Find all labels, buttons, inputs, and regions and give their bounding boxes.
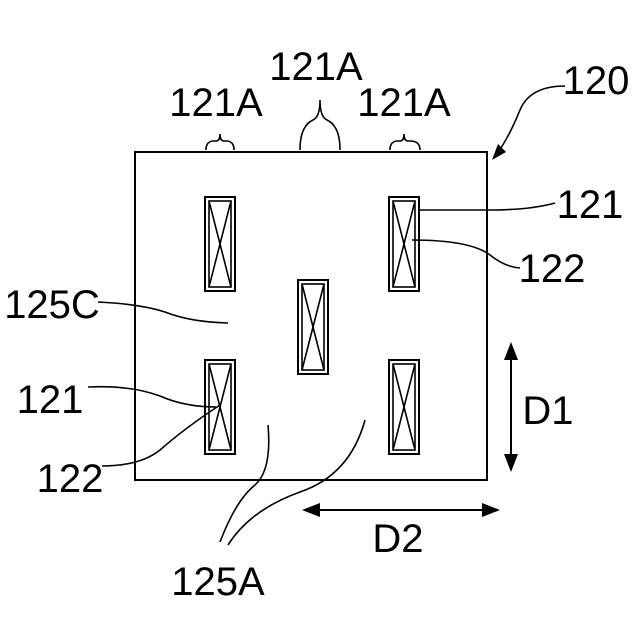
label-121a-right: 121A xyxy=(357,81,451,125)
label-125c: 125C xyxy=(4,283,100,327)
leader-122-right xyxy=(412,240,520,268)
d1-arrowhead-bottom xyxy=(504,454,518,472)
d1-arrowhead-top xyxy=(504,342,518,360)
label-122-right: 122 xyxy=(519,247,586,291)
label-125a: 125A xyxy=(171,560,265,604)
brace-left xyxy=(206,134,234,150)
leader-122-left xyxy=(102,405,220,466)
leader-125c xyxy=(98,302,228,323)
leader-125a-right xyxy=(228,420,365,545)
d2-arrowhead-right xyxy=(482,503,500,517)
label-121a-center: 121A xyxy=(269,45,363,89)
brace-right xyxy=(390,134,420,150)
d2-arrowhead-left xyxy=(302,503,320,517)
leader-121-left xyxy=(88,387,216,407)
arrowhead-120 xyxy=(492,144,506,160)
label-121-right: 121 xyxy=(557,183,624,227)
element-center xyxy=(298,280,328,374)
element-top-left xyxy=(205,197,235,291)
label-121a-left: 121A xyxy=(169,81,263,125)
label-d2: D2 xyxy=(372,517,423,561)
label-d1: D1 xyxy=(522,389,573,433)
element-bottom-right xyxy=(389,360,419,454)
leader-120 xyxy=(497,86,565,154)
brace-center xyxy=(300,100,340,150)
label-122-left: 122 xyxy=(37,457,104,501)
element-top-right xyxy=(389,197,419,291)
label-121-left: 121 xyxy=(17,378,84,422)
label-120: 120 xyxy=(563,59,630,103)
